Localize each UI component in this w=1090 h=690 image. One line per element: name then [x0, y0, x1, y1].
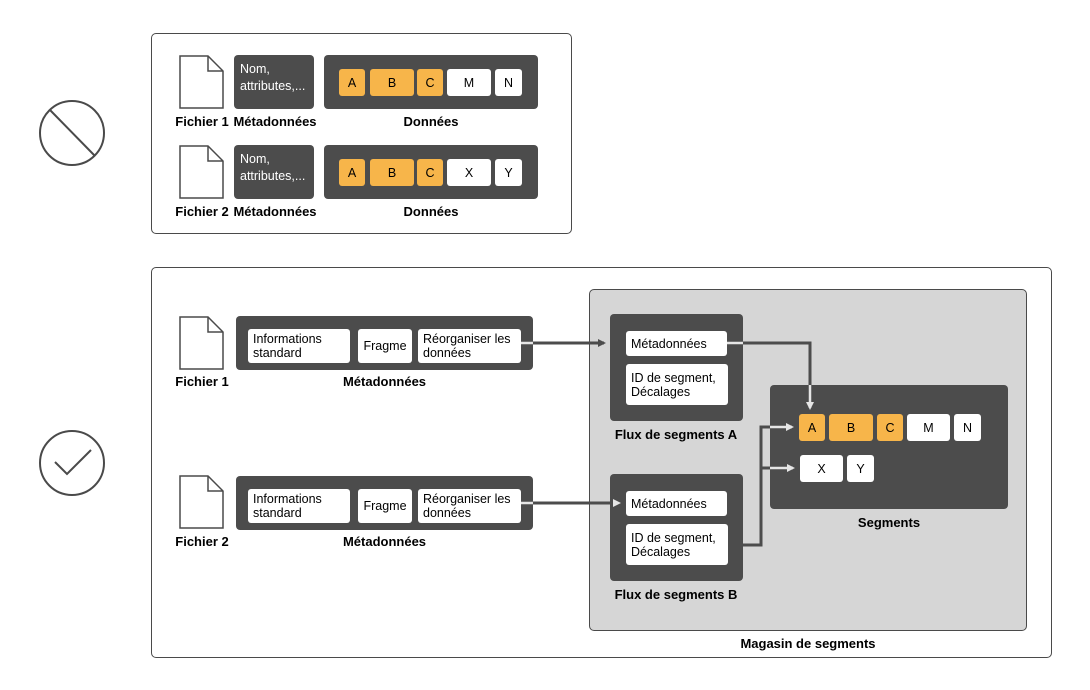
- metadata-box: Réorganiser les données: [418, 329, 521, 363]
- segments-label: Segments: [857, 515, 921, 530]
- metadata-box: Fragme: [358, 329, 412, 363]
- chunk: N: [495, 69, 522, 96]
- segment-chunk: A: [799, 414, 825, 441]
- segment-chunk: X: [800, 455, 843, 482]
- arrow-stream-a-to-segments: [727, 341, 814, 410]
- segment-chunk: Y: [847, 455, 874, 482]
- file-label: Fichier 1: [175, 114, 229, 129]
- segment-chunk: B: [829, 414, 873, 441]
- chunk: X: [447, 159, 491, 186]
- chunk: B: [370, 69, 414, 96]
- file-label: Fichier 2: [175, 204, 229, 219]
- metadata-text: Nom, attributes,...: [240, 152, 306, 183]
- data-label: Données: [403, 204, 459, 219]
- metadata-label: Métadonnées: [233, 114, 317, 129]
- stream-label: Flux de segments B: [614, 587, 738, 602]
- file-label: Fichier 2: [175, 534, 229, 549]
- prohibited-icon: [39, 100, 105, 166]
- metadata-panel: Nom, attributes,...: [234, 145, 314, 199]
- stream-item: ID de segment, Décalages: [626, 524, 728, 565]
- segment-chunk: M: [907, 414, 950, 441]
- stream-label: Flux de segments A: [614, 427, 738, 442]
- metadata-panel: Nom, attributes,...: [234, 55, 314, 109]
- arrow-stream-b-to-segments: [728, 425, 770, 547]
- chunk-store-label: Magasin de segments: [740, 636, 876, 651]
- metadata-box: Réorganiser les données: [418, 489, 521, 523]
- segment-chunk: C: [877, 414, 903, 441]
- stream-item: ID de segment, Décalages: [626, 364, 728, 405]
- data-label: Données: [403, 114, 459, 129]
- chunk: C: [417, 69, 443, 96]
- metadata-box: Informations standard: [248, 329, 350, 363]
- segment-chunk: N: [954, 414, 981, 441]
- metadata-label: Métadonnées: [233, 204, 317, 219]
- chunk: Y: [495, 159, 522, 186]
- stream-item: Métadonnées: [626, 331, 727, 356]
- chunk: M: [447, 69, 491, 96]
- chunk: C: [417, 159, 443, 186]
- chunk: B: [370, 159, 414, 186]
- metadata-label: Métadonnées: [342, 374, 427, 389]
- metadata-label: Métadonnées: [342, 534, 427, 549]
- metadata-box: Informations standard: [248, 489, 350, 523]
- metadata-box: Fragme: [358, 489, 412, 523]
- chunk: A: [339, 159, 365, 186]
- checkmark-icon: [39, 430, 105, 496]
- metadata-text: Nom, attributes,...: [240, 62, 306, 93]
- stream-item: Métadonnées: [626, 491, 727, 516]
- chunk: A: [339, 69, 365, 96]
- file-label: Fichier 1: [175, 374, 229, 389]
